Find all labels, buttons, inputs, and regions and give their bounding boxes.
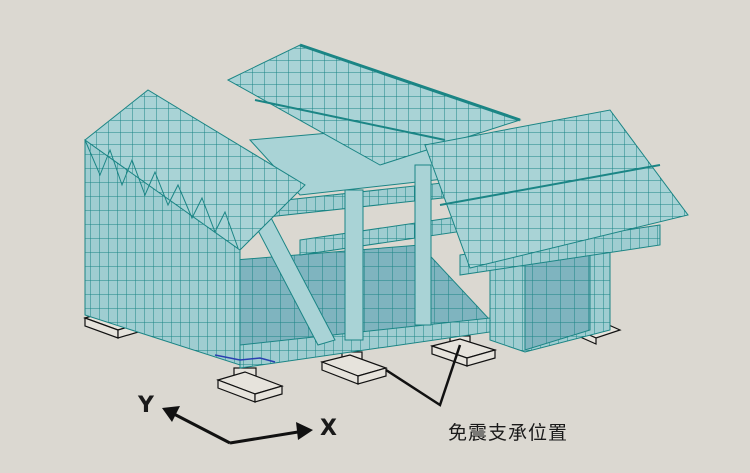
right-wing — [459, 224, 661, 353]
right-roof — [424, 109, 689, 269]
bearing-3 — [320, 351, 388, 385]
upper-roof — [226, 43, 522, 166]
axis-indicator — [162, 406, 313, 445]
y-axis-label: Y — [138, 393, 154, 418]
bearing-position-callout: 免震支承位置 — [448, 422, 569, 444]
callout-leader — [385, 344, 462, 407]
bearing-2 — [216, 367, 284, 403]
x-axis-label: X — [320, 416, 337, 441]
left-gable-block — [84, 89, 306, 366]
bearing-4 — [429, 335, 498, 367]
bearing-detail-marker — [214, 354, 276, 363]
